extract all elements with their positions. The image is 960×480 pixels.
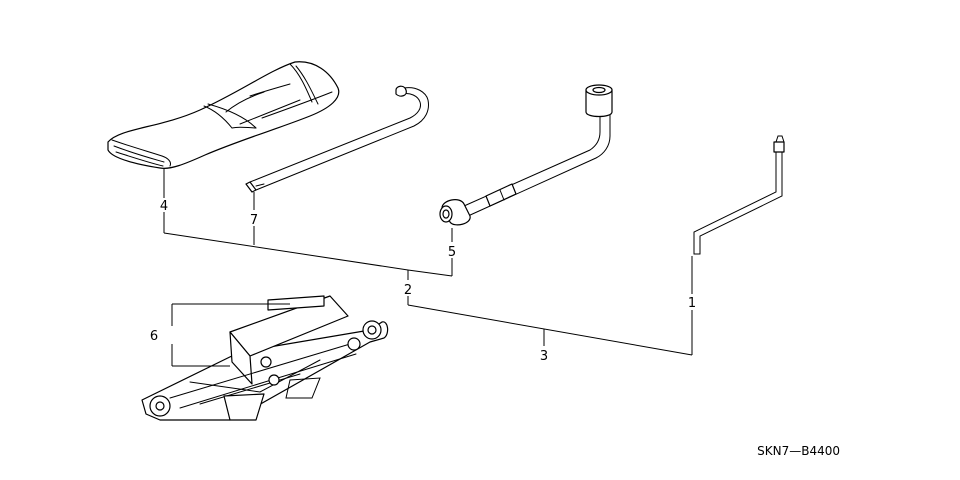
callout-2: 2: [404, 283, 412, 298]
callout-1: 1: [688, 296, 696, 311]
callout-6: 6: [150, 329, 158, 344]
diagram-code: SKN7—B4400: [757, 444, 840, 458]
callout-3: 3: [540, 349, 548, 364]
hook-bar: [245, 85, 429, 193]
callout-5: 5: [448, 245, 456, 260]
scissor-jack: [141, 295, 389, 421]
tool-bag: [107, 61, 340, 169]
leader-lines: [163, 168, 693, 367]
wheel-nut-wrench: [439, 84, 613, 226]
callout-4: 4: [160, 199, 168, 214]
jack-handle: [693, 135, 785, 255]
callout-7: 7: [250, 213, 258, 228]
